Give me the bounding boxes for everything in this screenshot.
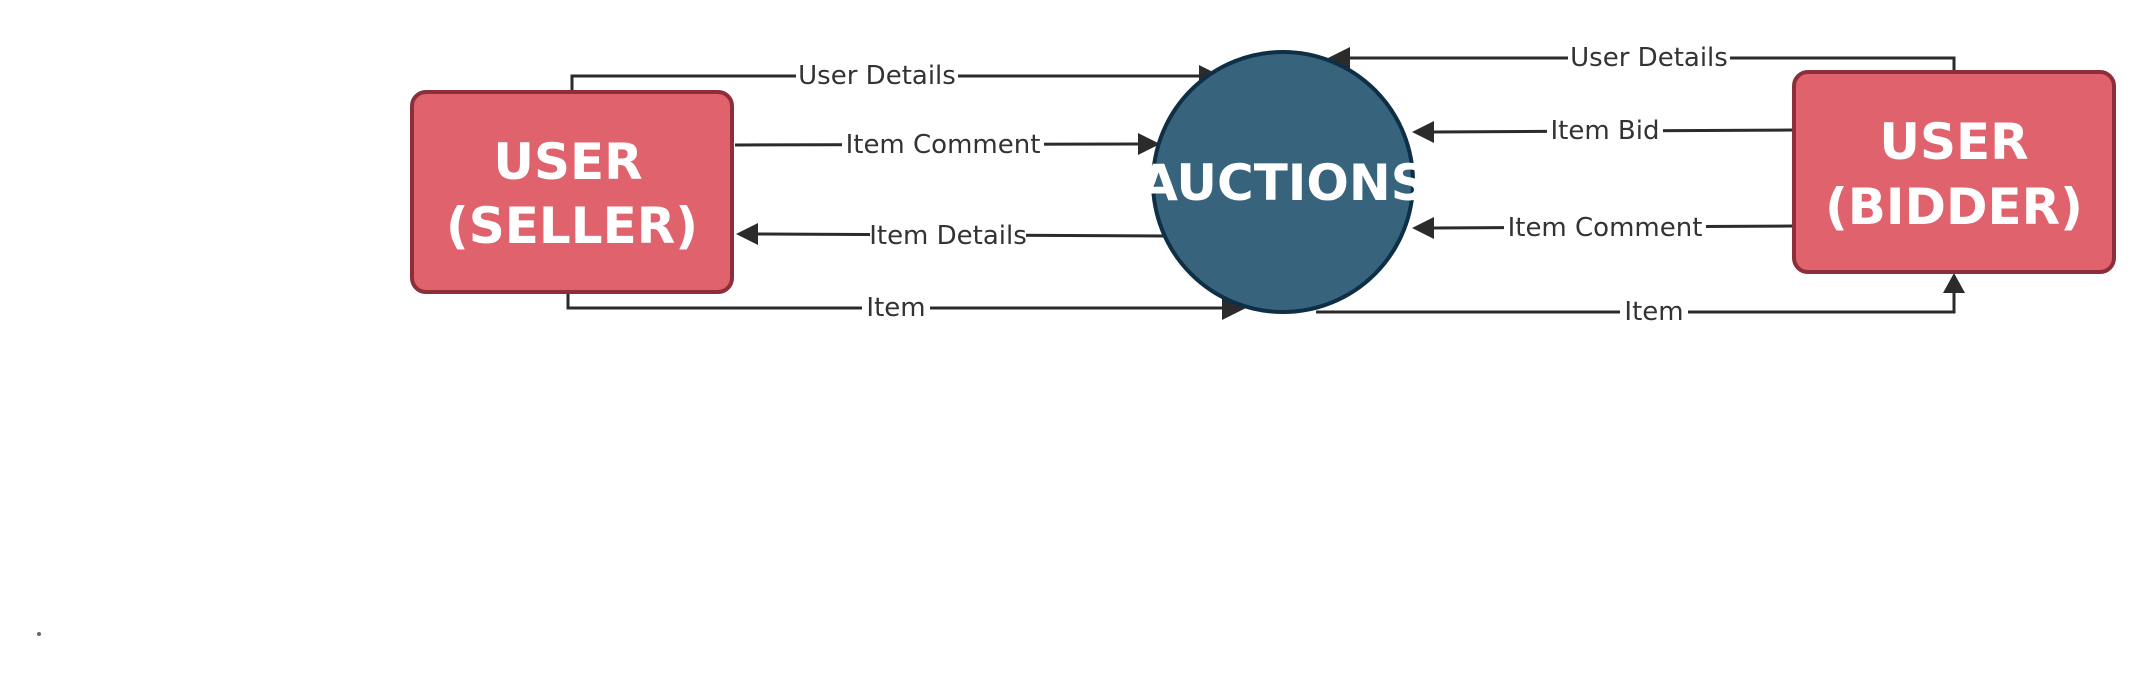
- node-seller[interactable]: USER (SELLER): [410, 90, 734, 294]
- label-bidder-item-comment: Item Comment: [1508, 213, 1703, 243]
- label-auctions-item-details: Item Details: [869, 221, 1027, 251]
- label-bidder-item-bid: Item Bid: [1550, 116, 1659, 146]
- edge-bidder-user-details[interactable]: [1348, 56, 1956, 72]
- bidder-label-line2: (BIDDER): [1825, 178, 2083, 236]
- arrowhead-bidder-user-details: [1328, 47, 1350, 69]
- bidder-box[interactable]: [1792, 70, 2116, 274]
- edge-auctions-item[interactable]: [1316, 293, 1956, 314]
- seller-box[interactable]: [410, 90, 734, 294]
- arrowhead-seller-item: [1222, 296, 1246, 320]
- edge-seller-item[interactable]: [566, 293, 1222, 310]
- arrowhead-auctions-item-details: [736, 223, 758, 245]
- node-auctions[interactable]: AUCTIONS: [1139, 50, 1427, 314]
- label-seller-item: Item: [866, 293, 925, 323]
- arrowhead-bidder-item-comment: [1412, 217, 1434, 239]
- arrowhead-seller-item-comment: [1138, 133, 1160, 155]
- arrowhead-auctions-item: [1943, 273, 1965, 293]
- seller-label-line2: (SELLER): [446, 197, 698, 255]
- edge-labels: User Details Item Comment Item Details I…: [796, 42, 1730, 328]
- label-seller-user-details: User Details: [798, 61, 956, 91]
- label-bidder-user-details: User Details: [1570, 43, 1728, 73]
- seller-label-line1: USER: [493, 133, 642, 191]
- label-seller-item-comment: Item Comment: [846, 130, 1041, 160]
- canvas-dot: [37, 632, 41, 636]
- auctions-circle[interactable]: [1151, 50, 1415, 314]
- node-bidder[interactable]: USER (BIDDER): [1792, 70, 2116, 274]
- auctions-label: AUCTIONS: [1139, 154, 1427, 212]
- arrowhead-bidder-item-bid: [1412, 121, 1434, 143]
- edge-seller-user-details[interactable]: [570, 74, 1199, 92]
- bidder-label-line1: USER: [1879, 113, 2028, 171]
- label-auctions-item: Item: [1624, 297, 1683, 327]
